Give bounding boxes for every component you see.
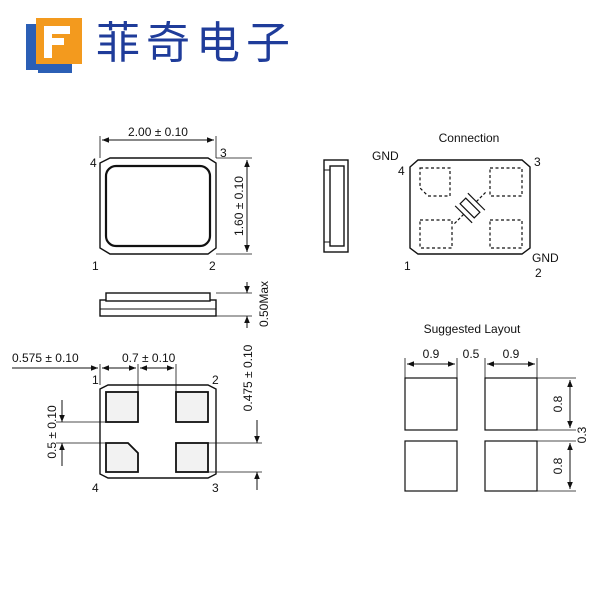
top-pin-4: 4	[90, 156, 97, 170]
top-view-lid	[104, 164, 212, 248]
bottom-pad-3	[175, 442, 209, 473]
side-view: 0.50Max	[99, 281, 271, 328]
side-view-narrow	[323, 159, 349, 253]
layout-dim-h1: 0.8	[551, 395, 565, 412]
top-width-dim: 2.00 ± 0.10	[128, 125, 188, 139]
bottom-view: 0.575 ± 0.10 0.7 ± 0.10 0.5 ± 0.10 0.475…	[12, 344, 262, 495]
layout-dim-w2: 0.9	[503, 347, 520, 361]
brand-name: 菲奇电子	[96, 18, 296, 69]
conn-pin-2: 2	[535, 266, 542, 280]
layout-title: Suggested Layout	[424, 322, 521, 336]
brand-logo-icon	[26, 18, 82, 73]
bottom-pin-3: 3	[212, 481, 219, 495]
bottom-pad-4	[105, 442, 139, 473]
conn-gnd-top: GND	[372, 149, 399, 163]
connection-diagram: Connection GND 4 3 1 GND 2	[372, 131, 559, 280]
bottom-pin-1: 1	[92, 373, 99, 387]
top-pin-3: 3	[220, 146, 227, 160]
layout-dim-h2: 0.8	[551, 457, 565, 474]
bottom-pin-4: 4	[92, 481, 99, 495]
conn-pad-3	[489, 167, 523, 197]
top-height-dim: 1.60 ± 0.10	[232, 176, 246, 236]
conn-pad-2	[489, 219, 523, 249]
layout-pad-2	[484, 377, 538, 431]
conn-pin-3: 3	[534, 155, 541, 169]
conn-gnd-bottom: GND	[532, 251, 559, 265]
top-pin-2: 2	[209, 259, 216, 273]
bottom-dim-b: 0.7 ± 0.10	[122, 351, 176, 365]
bottom-dim-d: 0.5 ± 0.10	[45, 405, 59, 459]
bottom-dim-c: 0.475 ± 0.10	[241, 344, 255, 411]
bottom-pad-1	[105, 391, 139, 423]
connection-title: Connection	[439, 131, 500, 145]
bottom-dim-a: 0.575 ± 0.10	[12, 351, 79, 365]
conn-pad-1	[419, 219, 453, 249]
crystal-symbol-icon	[454, 192, 486, 224]
conn-pin-4: 4	[398, 164, 405, 178]
side-height-dim: 0.50Max	[257, 281, 271, 327]
top-pin-1: 1	[92, 259, 99, 273]
bottom-pad-2	[175, 391, 209, 423]
layout-pad-4	[404, 440, 458, 492]
bottom-pin-2: 2	[212, 373, 219, 387]
conn-pin-1: 1	[404, 259, 411, 273]
top-view: 2.00 ± 0.10 1.60 ± 0.10 4 3 1 2	[90, 125, 252, 273]
layout-dim-total: 0.3	[575, 426, 589, 443]
suggested-layout: Suggested Layout 0.9 0.5 0.9 0.8 0.3 0.8	[404, 322, 589, 492]
layout-dim-gap: 0.5	[463, 347, 480, 361]
layout-pad-1	[404, 377, 458, 431]
conn-pad-4	[419, 167, 451, 197]
layout-pad-3	[484, 440, 538, 492]
layout-dim-w1: 0.9	[423, 347, 440, 361]
